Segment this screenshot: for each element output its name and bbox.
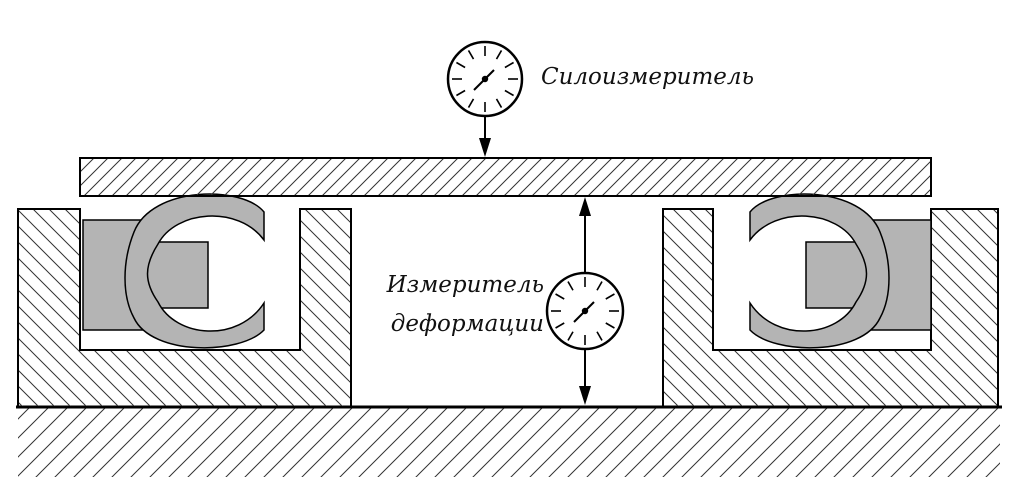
right-base-block (662, 208, 999, 408)
dial-gauge-icon (446, 40, 524, 118)
left-specimen (82, 193, 265, 349)
ground (16, 405, 1002, 477)
deformation-gauge (545, 197, 625, 405)
dial-gauge-icon (545, 271, 625, 351)
top-plate (79, 157, 932, 197)
left-base-block (17, 208, 352, 408)
deformation-gauge-label-line1: Измеритель (386, 272, 544, 298)
force-gauge (446, 40, 524, 157)
right-specimen (749, 193, 932, 349)
deformation-gauge-label-line2: деформации (391, 311, 544, 337)
force-gauge-label: Силоизмеритель (541, 64, 754, 90)
